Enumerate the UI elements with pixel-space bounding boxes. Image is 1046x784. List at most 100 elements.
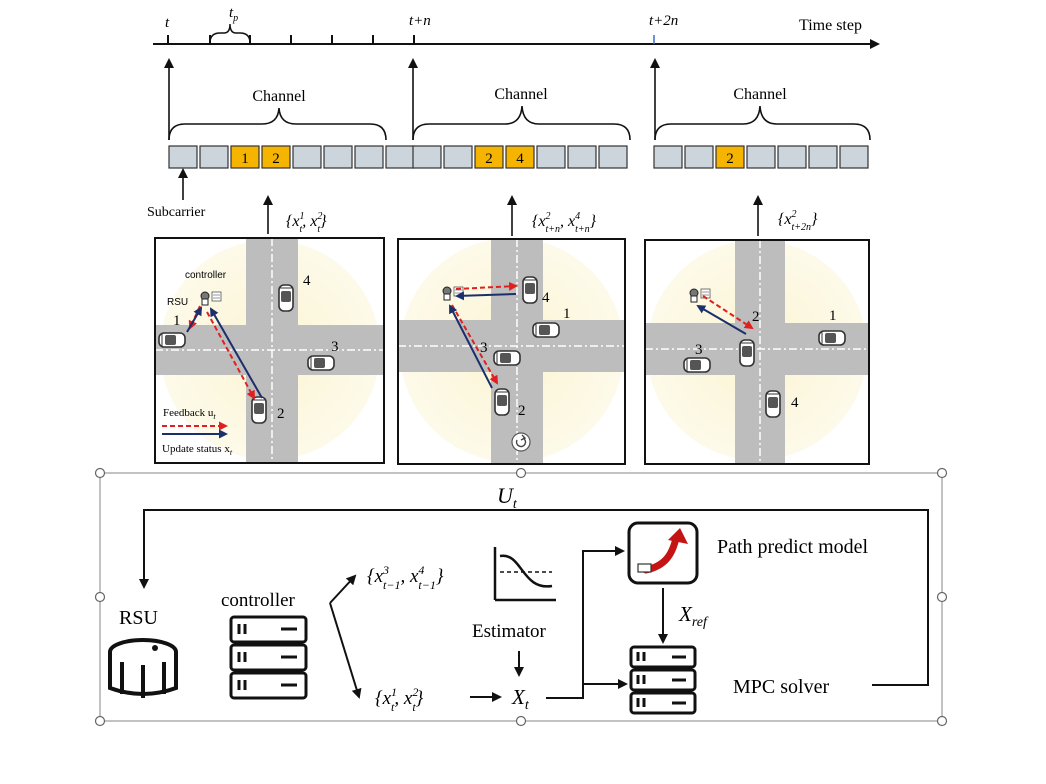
subcarrier-slot-active (261, 145, 291, 169)
subcarrier-slot (443, 145, 473, 169)
mpc-server-icon (629, 645, 697, 715)
rsu-icon (108, 638, 178, 698)
car-label-4: 4 (303, 273, 311, 289)
label-t2n: t+2n (649, 13, 678, 29)
car-label-3: 3 (480, 340, 488, 356)
subcarrier-slot (199, 145, 229, 169)
car-label-1: 1 (563, 306, 571, 322)
update-arrow (449, 304, 493, 389)
subcarrier-slot (684, 145, 714, 169)
car-1 (532, 322, 560, 338)
subcarrier-slot-active (230, 145, 260, 169)
subcarrier-slot (168, 145, 198, 169)
scene-frame (154, 237, 385, 464)
car-4 (765, 390, 781, 418)
update-arrow (696, 304, 747, 335)
car-2 (739, 339, 755, 367)
xref-label: Xref (678, 602, 709, 630)
feedback-arrow (455, 281, 518, 291)
subcarrier-slot (839, 145, 869, 169)
channel-label: Channel (733, 86, 787, 103)
branch-arrow-down (329, 602, 362, 699)
car-4 (522, 276, 538, 304)
channel-brace (412, 105, 631, 141)
channel-brace (654, 105, 871, 141)
car-label-2: 2 (277, 406, 285, 422)
label-tp: tp (229, 5, 238, 24)
scene-frame (644, 239, 870, 465)
tp-brace (209, 23, 251, 44)
slot-label: 2 (726, 151, 734, 167)
subcarrier-slot (385, 145, 415, 169)
controller-server-icon (229, 615, 308, 700)
rsu-label: RSU (119, 607, 158, 629)
car-label-2: 2 (518, 403, 526, 419)
car-label-4: 4 (542, 290, 550, 306)
subcarrier-slot (777, 145, 807, 169)
car-3 (307, 355, 335, 371)
car-2 (251, 396, 267, 424)
car-label-4: 4 (791, 395, 799, 411)
subcarrier-slot (323, 145, 353, 169)
scene-2: 1 2 3 4 (397, 238, 626, 465)
feedback-arrow (451, 304, 498, 385)
car-2 (494, 388, 510, 416)
subcarrier-slot (567, 145, 597, 169)
subcarrier-slot-active (474, 145, 504, 169)
subcarrier-slot-active (715, 145, 745, 169)
rotate-handle-icon[interactable] (511, 432, 531, 452)
feedback-arrow (206, 311, 255, 400)
subcarrier-slot (412, 145, 442, 169)
slot-label: 4 (516, 151, 524, 167)
slot-row: 2 (653, 145, 869, 169)
car-label-3: 3 (695, 342, 703, 358)
estimator-label: Estimator (472, 621, 547, 642)
subcarrier-slot (808, 145, 838, 169)
update-arrow (455, 291, 517, 301)
update-arrow (210, 307, 263, 399)
car-1 (158, 332, 186, 348)
car-label-2: 2 (752, 309, 760, 325)
path-predict-icon (627, 521, 699, 585)
car-4 (278, 284, 294, 312)
subcarrier-slot-active (505, 145, 535, 169)
branch-arrow-up (329, 574, 357, 604)
timeline: t tp t+n t+2n Time step (153, 5, 880, 140)
slot-label: 2 (485, 151, 493, 167)
subcarrier-slot (746, 145, 776, 169)
car-label-1: 1 (829, 308, 837, 324)
label-t: t (165, 15, 170, 31)
legend-update: Update status xt (162, 443, 233, 457)
scene-1: controller RSU 1 2 3 4 Feedback ut Updat… (154, 237, 385, 464)
channel-label: Channel (494, 86, 548, 103)
car-3 (493, 350, 521, 366)
channel-brace (168, 107, 387, 141)
controller-label: controller (185, 270, 227, 281)
car-label-3: 3 (331, 339, 339, 355)
update-arrow (186, 306, 203, 333)
ut-label: Ut (497, 483, 518, 512)
xt-label: Xt (511, 685, 530, 713)
label-time-step: Time step (799, 17, 862, 34)
mpc-label: MPC solver (733, 676, 829, 698)
scene-3: 1 2 3 4 (644, 239, 870, 465)
car-label-1: 1 (173, 313, 181, 329)
scene-frame (397, 238, 626, 465)
subcarrier-slot (354, 145, 384, 169)
car-1 (818, 330, 846, 346)
legend-feedback: Feedback ut (163, 407, 216, 421)
rsu-label: RSU (167, 297, 188, 308)
selection-handles[interactable] (94, 467, 948, 727)
